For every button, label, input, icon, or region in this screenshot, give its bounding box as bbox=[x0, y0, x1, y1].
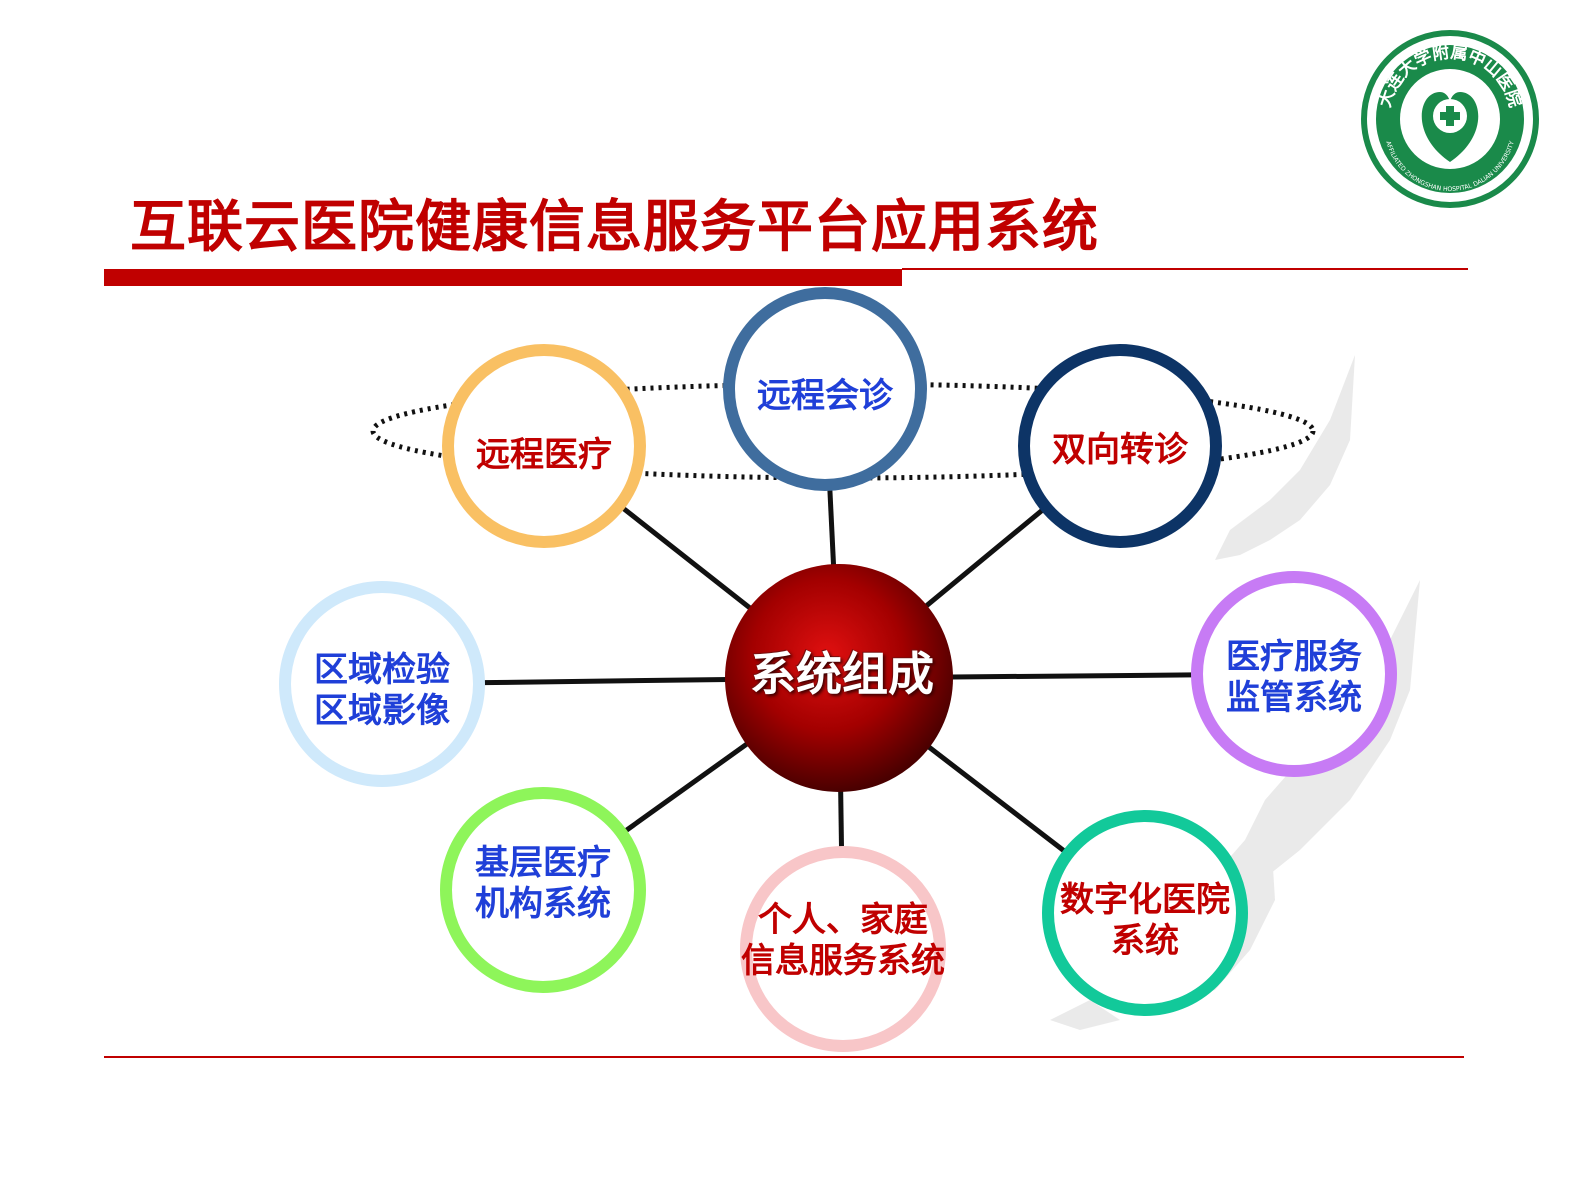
connector-remote-medical bbox=[621, 505, 762, 619]
page-title: 互联云医院健康信息服务平台应用系统 bbox=[130, 195, 1099, 260]
node-ring-medical-supervision bbox=[1191, 571, 1397, 777]
node-label-two-way-referral: 双向转诊 bbox=[990, 430, 1250, 471]
node-ring-remote-consultation bbox=[723, 287, 927, 491]
connector-regional-lab-imaging bbox=[482, 676, 740, 686]
node-label-remote-consultation: 远程会诊 bbox=[695, 376, 955, 417]
node-label-primary-care: 基层医疗机构系统 bbox=[413, 843, 673, 925]
node-label-line: 数字化医院 bbox=[1060, 880, 1230, 920]
node-ring-remote-medical bbox=[442, 344, 646, 548]
node-label-line: 远程医疗 bbox=[476, 435, 612, 475]
node-label-line: 区域影像 bbox=[314, 690, 450, 731]
node-label-line: 远程会诊 bbox=[757, 376, 893, 416]
node-label-medical-supervision: 医疗服务监管系统 bbox=[1164, 637, 1424, 719]
node-ring-two-way-referral bbox=[1018, 344, 1222, 548]
connectors bbox=[482, 488, 1194, 854]
connector-digital-hospital bbox=[916, 736, 1067, 854]
node-ring-digital-hospital bbox=[1042, 810, 1248, 1016]
node-ring-primary-care bbox=[440, 787, 646, 993]
title-underline-thick bbox=[104, 269, 902, 286]
node-ring-personal-family bbox=[740, 846, 946, 1052]
node-ring-regional-lab-imaging bbox=[279, 581, 485, 787]
connector-medical-supervision bbox=[938, 672, 1194, 680]
node-label-line: 基层医疗 bbox=[475, 843, 611, 883]
node-label-line: 系统 bbox=[1111, 920, 1179, 961]
node-label-line: 机构系统 bbox=[475, 883, 611, 924]
node-label-line: 医疗服务 bbox=[1226, 637, 1362, 677]
node-rings bbox=[279, 287, 1397, 1052]
node-label-line: 区域检验 bbox=[314, 650, 450, 690]
node-label-regional-lab-imaging: 区域检验区域影像 bbox=[252, 650, 512, 732]
center-hub-circle bbox=[725, 564, 953, 792]
center-hub-label: 系统组成 bbox=[750, 647, 934, 701]
node-label-digital-hospital: 数字化医院系统 bbox=[1015, 880, 1275, 962]
node-label-line: 双向转诊 bbox=[1052, 430, 1188, 470]
node-label-line: 信息服务系统 bbox=[741, 940, 945, 981]
node-label-personal-family: 个人、家庭信息服务系统 bbox=[713, 900, 973, 982]
connector-primary-care bbox=[623, 734, 760, 834]
node-label-line: 监管系统 bbox=[1226, 677, 1362, 718]
node-label-remote-medical: 远程医疗 bbox=[414, 435, 674, 476]
connector-two-way-referral bbox=[914, 507, 1045, 617]
connector-remote-consultation bbox=[827, 488, 837, 579]
node-label-line: 个人、家庭 bbox=[758, 900, 928, 940]
hospital-logo: 大连大学附属中山医院 AFFILIATED ZHONGSHAN HOSPITAL… bbox=[1361, 30, 1539, 208]
